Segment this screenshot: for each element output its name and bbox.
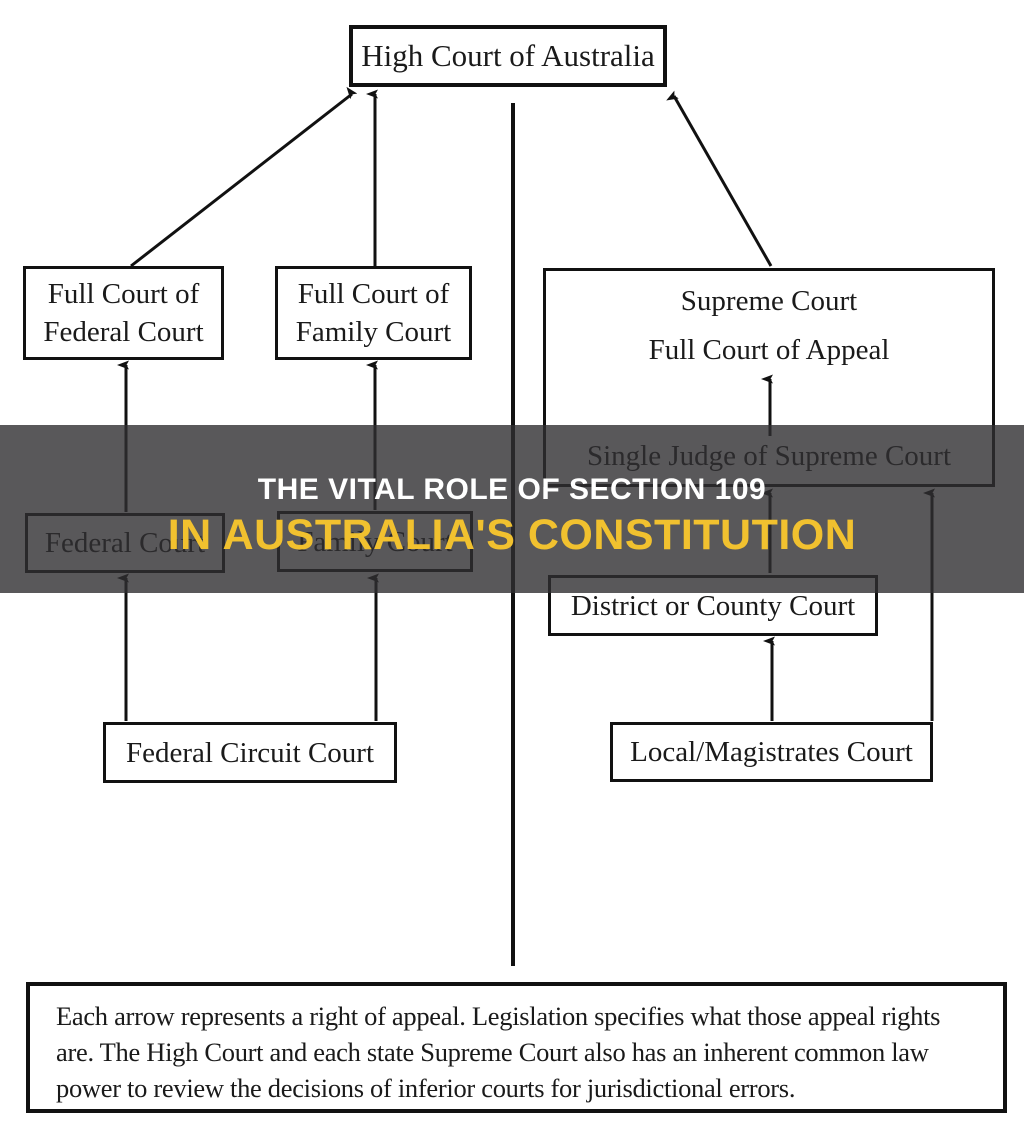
full-court-of-appeal-label: Full Court of Appeal bbox=[648, 334, 890, 366]
banner-title-line2: IN AUSTRALIA'S CONSTITUTION bbox=[167, 511, 857, 559]
full-court-federal-line1: Full Court of bbox=[47, 278, 200, 310]
supreme-court-label: Supreme Court bbox=[680, 285, 858, 317]
federal-circuit-court-box: Federal Circuit Court bbox=[103, 722, 397, 783]
district-county-court-label: District or County Court bbox=[570, 589, 856, 622]
full-court-family-line1: Full Court of bbox=[297, 278, 450, 310]
federal-circuit-court-label: Federal Circuit Court bbox=[125, 736, 375, 769]
appeal-rights-note-text: Each arrow represents a right of appeal.… bbox=[56, 1001, 941, 1103]
full-court-family-box: Full Court of Family Court bbox=[275, 266, 472, 360]
local-magistrates-court-box: Local/Magistrates Court bbox=[610, 722, 933, 782]
full-court-federal-line2: Federal Court bbox=[43, 316, 204, 348]
local-magistrates-court-label: Local/Magistrates Court bbox=[630, 736, 913, 768]
high-court-box: High Court of Australia bbox=[349, 25, 667, 87]
high-court-label: High Court of Australia bbox=[361, 38, 655, 73]
arrow-supreme-to-high-court bbox=[666, 90, 773, 267]
full-court-family-line2: Family Court bbox=[295, 316, 452, 348]
banner-title-line1: THE VITAL ROLE OF SECTION 109 bbox=[257, 473, 767, 506]
appeal-rights-note-box: Each arrow represents a right of appeal.… bbox=[26, 982, 1007, 1113]
title-banner-overlay: THE VITAL ROLE OF SECTION 109 IN AUSTRAL… bbox=[0, 425, 1024, 593]
full-court-federal-box: Full Court of Federal Court bbox=[23, 266, 224, 360]
arrow-full-federal-to-high-court bbox=[130, 86, 358, 268]
